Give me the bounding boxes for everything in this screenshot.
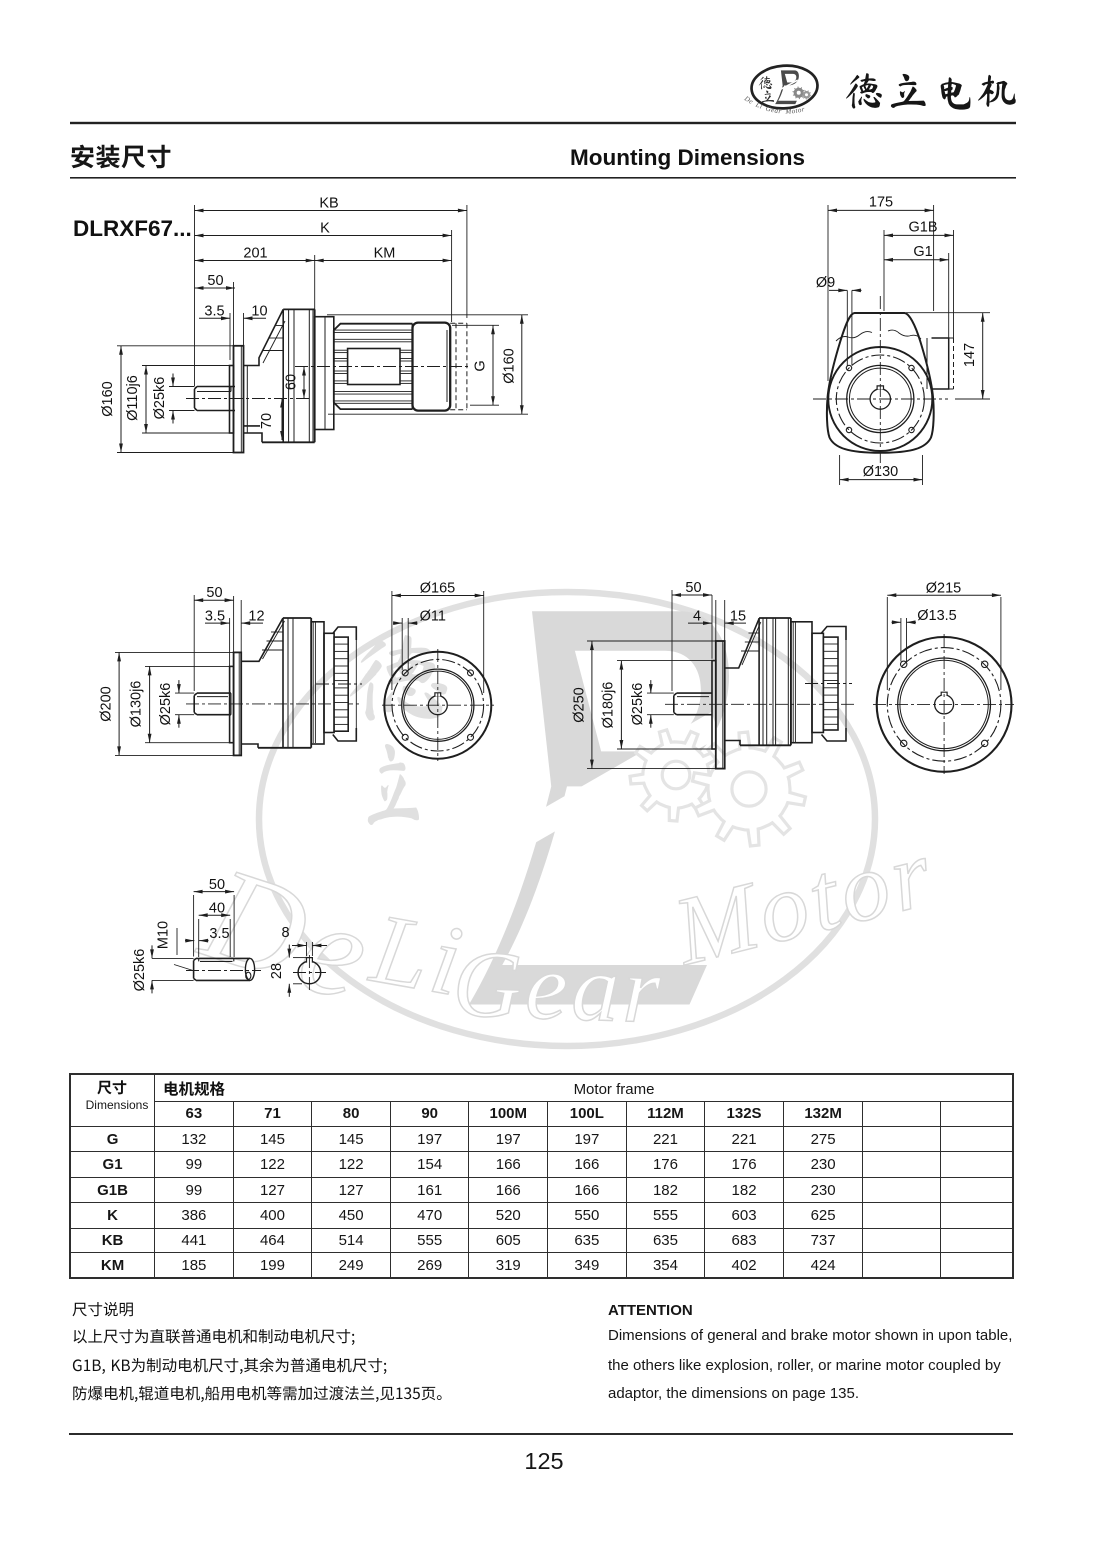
svg-text:Ø11: Ø11 bbox=[420, 608, 446, 624]
svg-text:G1: G1 bbox=[913, 244, 932, 260]
svg-text:Mounting Dimensions: Mounting Dimensions bbox=[570, 145, 805, 170]
svg-text:Ø200: Ø200 bbox=[99, 686, 115, 721]
svg-text:Ø25k6: Ø25k6 bbox=[152, 377, 168, 420]
svg-text:50: 50 bbox=[206, 585, 222, 601]
svg-text:Ø130j6: Ø130j6 bbox=[129, 681, 145, 728]
svg-text:Ø215: Ø215 bbox=[926, 580, 961, 596]
svg-text:M10: M10 bbox=[156, 921, 172, 949]
svg-text:K: K bbox=[320, 221, 330, 237]
svg-text:3.5: 3.5 bbox=[209, 926, 229, 942]
svg-text:KB: KB bbox=[319, 196, 338, 212]
svg-text:8: 8 bbox=[281, 925, 289, 941]
svg-text:Ø160: Ø160 bbox=[100, 381, 116, 416]
svg-text:Ø180j6: Ø180j6 bbox=[601, 682, 617, 729]
svg-text:KM: KM bbox=[374, 246, 396, 262]
svg-text:50: 50 bbox=[685, 580, 701, 596]
svg-text:15: 15 bbox=[730, 608, 746, 624]
svg-text:12: 12 bbox=[248, 608, 264, 624]
svg-text:Ø9: Ø9 bbox=[816, 275, 835, 291]
svg-text:G: G bbox=[473, 360, 489, 371]
svg-text:Ø250: Ø250 bbox=[571, 687, 587, 722]
svg-text:147: 147 bbox=[962, 343, 978, 367]
svg-text:Gear: Gear bbox=[451, 930, 666, 1043]
svg-text:Ø160: Ø160 bbox=[502, 348, 518, 383]
svg-text:175: 175 bbox=[869, 195, 893, 211]
svg-text:28: 28 bbox=[269, 963, 285, 979]
svg-text:60: 60 bbox=[284, 374, 300, 390]
svg-text:G1B: G1B bbox=[908, 220, 937, 236]
svg-text:Ø25k6: Ø25k6 bbox=[630, 683, 646, 726]
svg-text:Ø165: Ø165 bbox=[420, 581, 455, 597]
svg-text:Ø110j6: Ø110j6 bbox=[125, 375, 141, 421]
svg-text:DLRXF67...: DLRXF67... bbox=[73, 216, 192, 241]
svg-text:50: 50 bbox=[209, 877, 225, 893]
svg-text:3.5: 3.5 bbox=[204, 304, 224, 320]
svg-text:70: 70 bbox=[259, 413, 275, 429]
svg-text:Ø130: Ø130 bbox=[863, 464, 898, 480]
svg-text:50: 50 bbox=[207, 273, 223, 289]
svg-text:Li: Li bbox=[362, 892, 473, 1018]
svg-text:10: 10 bbox=[251, 304, 267, 320]
svg-text:201: 201 bbox=[243, 246, 267, 262]
svg-text:4: 4 bbox=[693, 608, 701, 624]
svg-text:Ø25k6: Ø25k6 bbox=[158, 683, 174, 726]
svg-text:Ø13.5: Ø13.5 bbox=[917, 608, 957, 624]
svg-text:40: 40 bbox=[209, 900, 225, 916]
svg-text:3.5: 3.5 bbox=[205, 608, 225, 624]
svg-text:Ø25k6: Ø25k6 bbox=[132, 949, 148, 992]
